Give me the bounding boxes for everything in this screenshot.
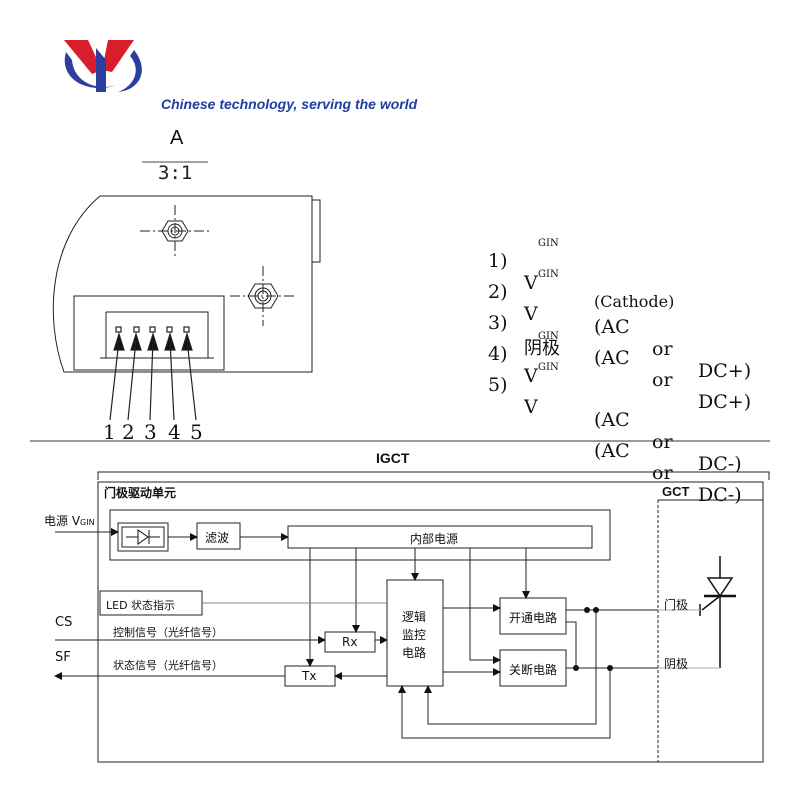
power-input-text: 电源 V [44, 514, 81, 528]
pin-row-number: 4) [488, 343, 508, 365]
pin-row-desc-1: (AC [594, 440, 630, 462]
pin-4-square [166, 326, 173, 333]
pin-row-desc-1: (Cathode) [594, 292, 675, 311]
turn-on-label: 开通电路 [509, 611, 558, 625]
pin-number-2: 2 [122, 420, 135, 444]
pin-leaders [109, 326, 197, 421]
pin-row-5: 5) V GIN (AC or DC-) [488, 352, 742, 506]
tx-label: Tx [302, 669, 317, 683]
pin-row-3: 3) 阴极 (Cathode) [488, 290, 674, 378]
pin-row-number: 1) [488, 250, 508, 272]
pin-2-square [133, 326, 140, 333]
hex-nut-right [230, 266, 296, 326]
pin-row-number: 3) [488, 312, 508, 334]
power-panel [109, 509, 611, 561]
thyristor-icon [699, 556, 736, 668]
logic-label-2: 监控 [402, 628, 427, 642]
logic-label-3: 电路 [402, 646, 427, 660]
igct-title: IGCT [376, 450, 410, 466]
pin-row-desc-3: DC-) [698, 453, 742, 475]
pin-row-name: V [524, 303, 538, 325]
pin-1-square [115, 326, 122, 333]
pin-row-desc-1: (AC [594, 347, 630, 369]
pin-3-square [149, 326, 156, 333]
power-input-label: 电源 VGIN [44, 512, 95, 529]
pin-row-desc-2: or [652, 369, 673, 391]
sf-label: SF [55, 650, 71, 665]
rectifier-diode-icon [126, 529, 160, 545]
pin-row-name: V [524, 396, 538, 418]
pin-row-4: 4) V GIN (AC or DC-) [488, 321, 742, 475]
pin-row-name: V [524, 272, 538, 294]
cs-label: CS [55, 615, 73, 630]
control-signal-label: 控制信号（光纤信号） [113, 626, 223, 639]
terminal-block-outer [73, 295, 225, 371]
connector-drawing [52, 195, 321, 373]
view-label: A [170, 127, 184, 149]
turn-on-box [499, 597, 567, 635]
pin-row-desc-3: DC+) [698, 360, 752, 382]
filter-label: 滤波 [205, 531, 230, 545]
gate-unit-label: 门极驱动单元 [104, 486, 177, 500]
pin-row-number: 2) [488, 281, 508, 303]
pin-row-desc-1: (AC [594, 316, 630, 338]
pin-row-desc-2: or [652, 431, 673, 453]
logic-label-1: 逻辑 [402, 610, 427, 624]
pin-number-1: 1 [103, 420, 116, 444]
pin-5-square [183, 326, 190, 333]
pin-row-sub: GIN [538, 331, 559, 342]
gate-terminal-label: 门极 [664, 598, 689, 612]
pin-row-sub: GIN [538, 238, 559, 249]
pin-row-desc-3: DC-) [698, 484, 742, 506]
igct-bracket [97, 471, 770, 480]
pin-row-desc-2: or [652, 338, 673, 360]
turn-off-label: 关断电路 [509, 663, 558, 677]
pin-number-3: 3 [144, 420, 157, 444]
internal-power-label: 内部电源 [410, 532, 459, 546]
pin-number-5: 5 [190, 420, 203, 444]
terminal-block-inner [105, 311, 209, 358]
cathode-terminal-label: 阴极 [664, 657, 689, 671]
view-scale: 3:1 [158, 162, 193, 184]
pin-row-desc-2: or [652, 462, 673, 484]
pin-number-4: 4 [168, 420, 181, 444]
rx-label: Rx [342, 635, 358, 649]
led-status-label: LED 状态指示 [106, 599, 176, 612]
status-signal-label: 状态信号（光纤信号） [113, 659, 223, 672]
company-logo [64, 40, 142, 92]
pin-row-desc-1: (AC [594, 409, 630, 431]
pin-row-desc-3: DC+) [698, 391, 752, 413]
pin-row-sub: GIN [538, 269, 559, 280]
gct-label: GCT [662, 484, 690, 499]
igct-outer-frame [97, 481, 764, 763]
pin-row-name: V [524, 365, 538, 387]
power-input-sub: GIN [80, 518, 95, 527]
pin-row-1: 1) V GIN (AC or DC+) [488, 228, 751, 382]
pin-row-2: 2) V GIN (AC or DC+) [488, 259, 751, 413]
pin-row-name: 阴极 [524, 338, 560, 359]
junction-dots [573, 607, 613, 671]
pin-row-sub: GIN [538, 362, 559, 373]
signal-wires [54, 528, 720, 739]
hex-nut-top [140, 205, 210, 258]
company-tagline: Chinese technology, serving the world [161, 96, 418, 112]
pin-row-number: 5) [488, 374, 508, 396]
